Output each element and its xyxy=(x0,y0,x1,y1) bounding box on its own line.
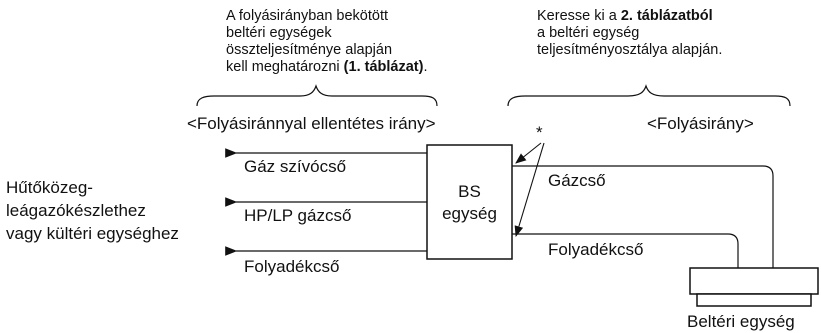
asterisk-pointer-gas xyxy=(515,142,542,164)
asterisk-mark: * xyxy=(536,123,543,142)
note-right-line1-prefix: Keresse ki a xyxy=(537,8,621,24)
brace-right xyxy=(507,84,791,107)
pipe-label-liquid-right: Folyadékcső xyxy=(548,240,644,259)
label-upstream: <Folyásiránnyal ellentétes irány> xyxy=(187,114,436,133)
left-block-line2: leágazókészlethez xyxy=(6,201,146,220)
gas-pipe-right xyxy=(512,165,774,268)
pipe-label-hp-lp-gas: HP/LP gázcső xyxy=(244,206,352,225)
pipe-label-liquid-left: Folyadékcső xyxy=(244,257,340,276)
note-right: Keresse ki a 2. táblázatból a beltéri eg… xyxy=(537,8,722,59)
indoor-unit-label: Beltéri egység xyxy=(687,312,795,331)
note-right-table-ref: 2. táblázatból xyxy=(620,8,713,24)
note-left-line4: kell meghatározni (1. táblázat). xyxy=(226,59,427,76)
note-left-line4-suffix: . xyxy=(423,59,428,75)
note-right-line2: a beltéri egység xyxy=(537,25,640,41)
pipe-label-gas-suction: Gáz szívócső xyxy=(244,157,347,176)
note-left-line3: összteljesítménye alapján xyxy=(226,42,393,58)
label-downstream: <Folyásirány> xyxy=(647,114,754,133)
note-left-table-ref: (1. táblázat) xyxy=(343,59,424,75)
note-left-line4-prefix: kell meghatározni xyxy=(226,59,344,75)
liquid-pipe-right xyxy=(512,233,739,268)
bs-unit-line1: BS xyxy=(458,182,481,201)
note-left-line1: A folyásirányban bekötött xyxy=(226,8,389,24)
left-block: Hűtőközeg- leágazókészlethez vagy kültér… xyxy=(6,176,179,245)
note-left-line2: beltéri egységek xyxy=(226,25,332,41)
bs-unit-line2: egység xyxy=(442,204,497,223)
pipe-label-gas-right: Gázcső xyxy=(548,171,606,190)
indoor-unit-shape xyxy=(689,267,819,307)
brace-left xyxy=(196,84,438,107)
note-left: A folyásirányban bekötött beltéri egység… xyxy=(226,8,427,76)
note-right-line3: teljesítményosztálya alapján. xyxy=(537,42,723,58)
bs-unit-label: BS egység xyxy=(427,181,512,225)
asterisk-pointer-liquid xyxy=(514,142,545,238)
left-block-line3: vagy kültéri egységhez xyxy=(6,224,179,243)
left-block-line1: Hűtőközeg- xyxy=(6,178,93,197)
note-right-line1: Keresse ki a 2. táblázatból xyxy=(537,8,722,25)
